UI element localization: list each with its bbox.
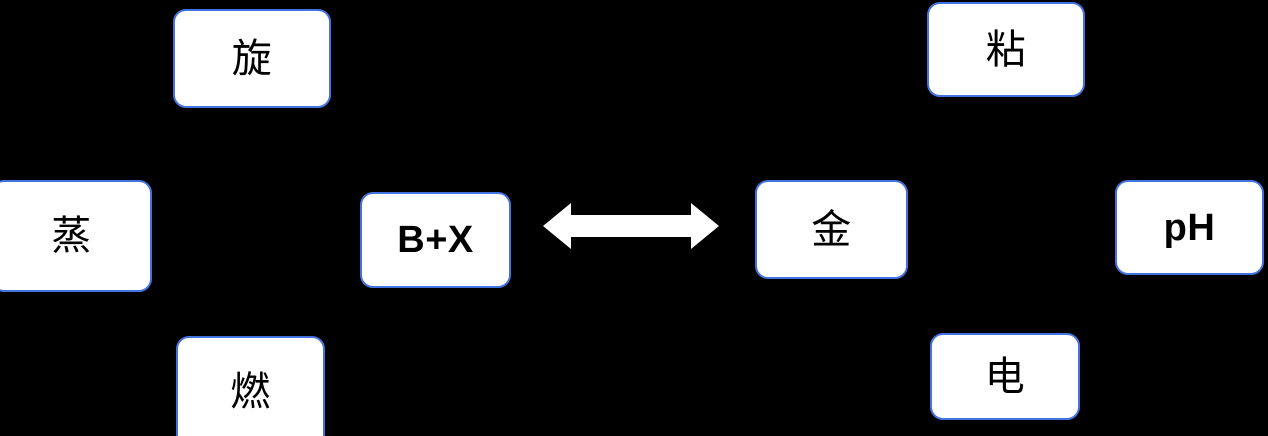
node-steam[interactable]: 蒸: [0, 180, 152, 292]
node-viscosity-label: 粘: [985, 26, 1027, 73]
node-spin[interactable]: 旋: [173, 9, 331, 108]
node-electricity-label: 电: [984, 353, 1026, 400]
node-burn-label: 燃: [230, 369, 271, 415]
node-viscosity[interactable]: 粘: [927, 2, 1085, 97]
node-gold-label: 金: [811, 206, 852, 253]
node-burn[interactable]: 燃: [176, 336, 325, 436]
node-spin-label: 旋: [231, 35, 273, 82]
node-ph-label: pH: [1163, 206, 1216, 249]
node-ph[interactable]: pH: [1115, 180, 1264, 275]
node-electricity[interactable]: 电: [930, 333, 1080, 420]
node-gold[interactable]: 金: [755, 180, 908, 279]
node-bx-label: B+X: [397, 219, 474, 261]
double-headed-arrow-icon: [541, 200, 721, 252]
node-bx[interactable]: B+X: [360, 192, 511, 288]
node-steam-label: 蒸: [51, 213, 92, 259]
